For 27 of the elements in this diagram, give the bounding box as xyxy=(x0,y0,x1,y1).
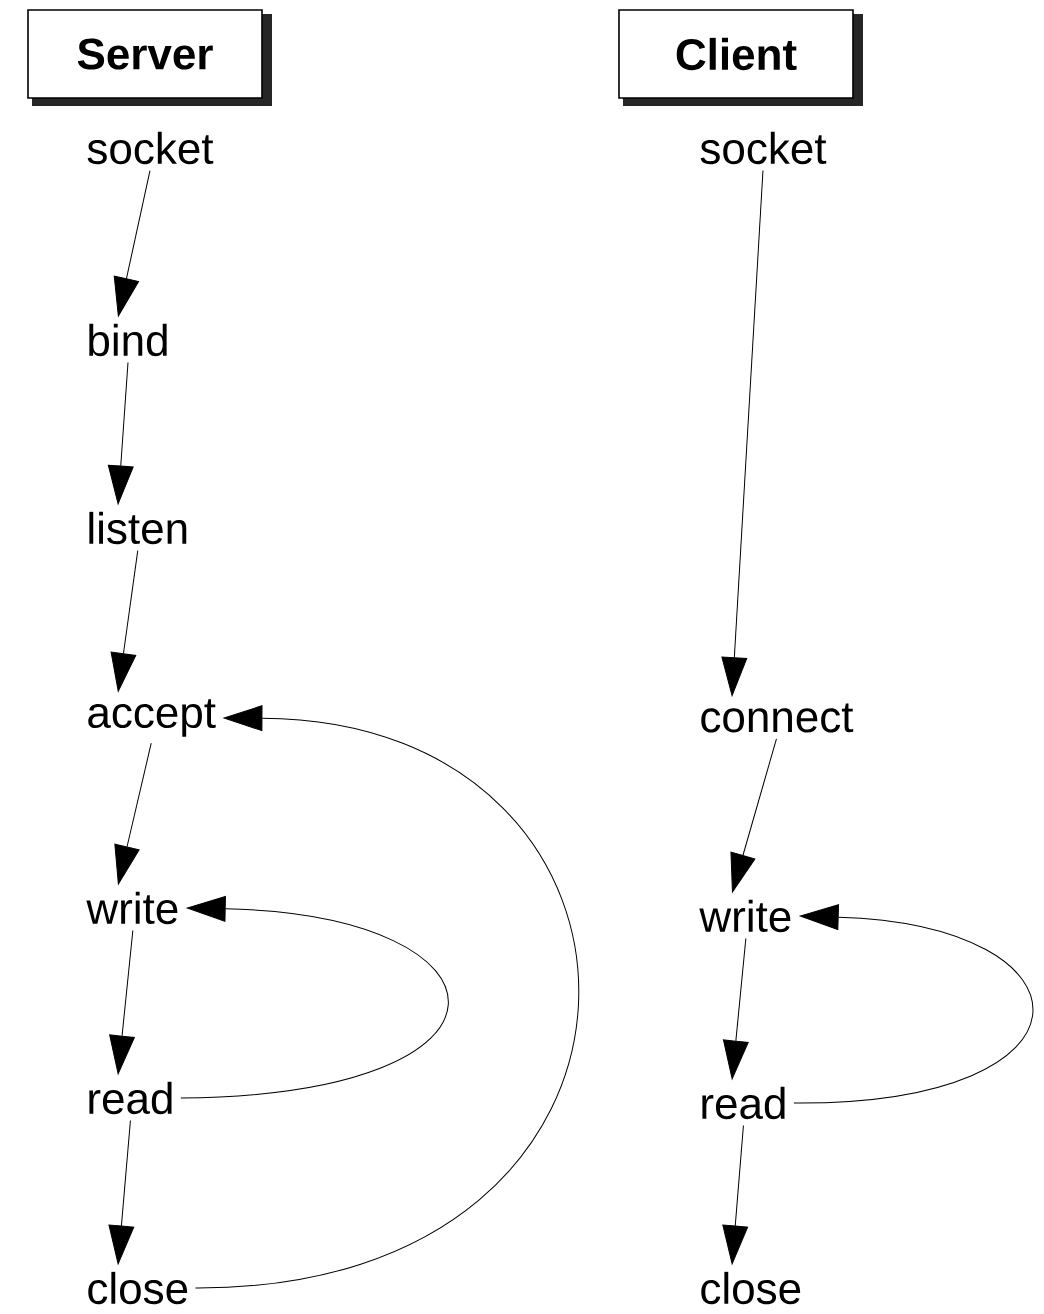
function-label: socket xyxy=(87,131,214,165)
function-label: read xyxy=(89,1081,172,1115)
heading-box: Server xyxy=(27,9,272,106)
arrow xyxy=(722,938,749,1080)
function-label: close xyxy=(701,1271,801,1305)
loop-arrow xyxy=(180,895,449,1099)
loop-arrow xyxy=(195,705,579,1289)
arrow xyxy=(721,170,764,697)
heading-box: Client xyxy=(618,9,863,106)
function-label: socket xyxy=(700,131,827,165)
loop-arrow xyxy=(793,904,1034,1104)
arrow xyxy=(109,930,135,1075)
arrow xyxy=(730,738,777,893)
function-label: read xyxy=(702,1086,785,1120)
function-label: close xyxy=(88,1271,188,1305)
arrow xyxy=(113,170,151,317)
arrow xyxy=(108,1120,135,1265)
function-label: write xyxy=(86,891,178,925)
arrow xyxy=(110,550,139,692)
arrow xyxy=(107,362,134,505)
function-label: connect xyxy=(701,703,854,733)
function-label: listen xyxy=(89,511,187,545)
arrow xyxy=(722,1125,749,1265)
function-label: bind xyxy=(89,323,167,357)
function-label: accept xyxy=(88,699,216,737)
function-label: write xyxy=(699,899,791,933)
arrow xyxy=(114,742,152,885)
